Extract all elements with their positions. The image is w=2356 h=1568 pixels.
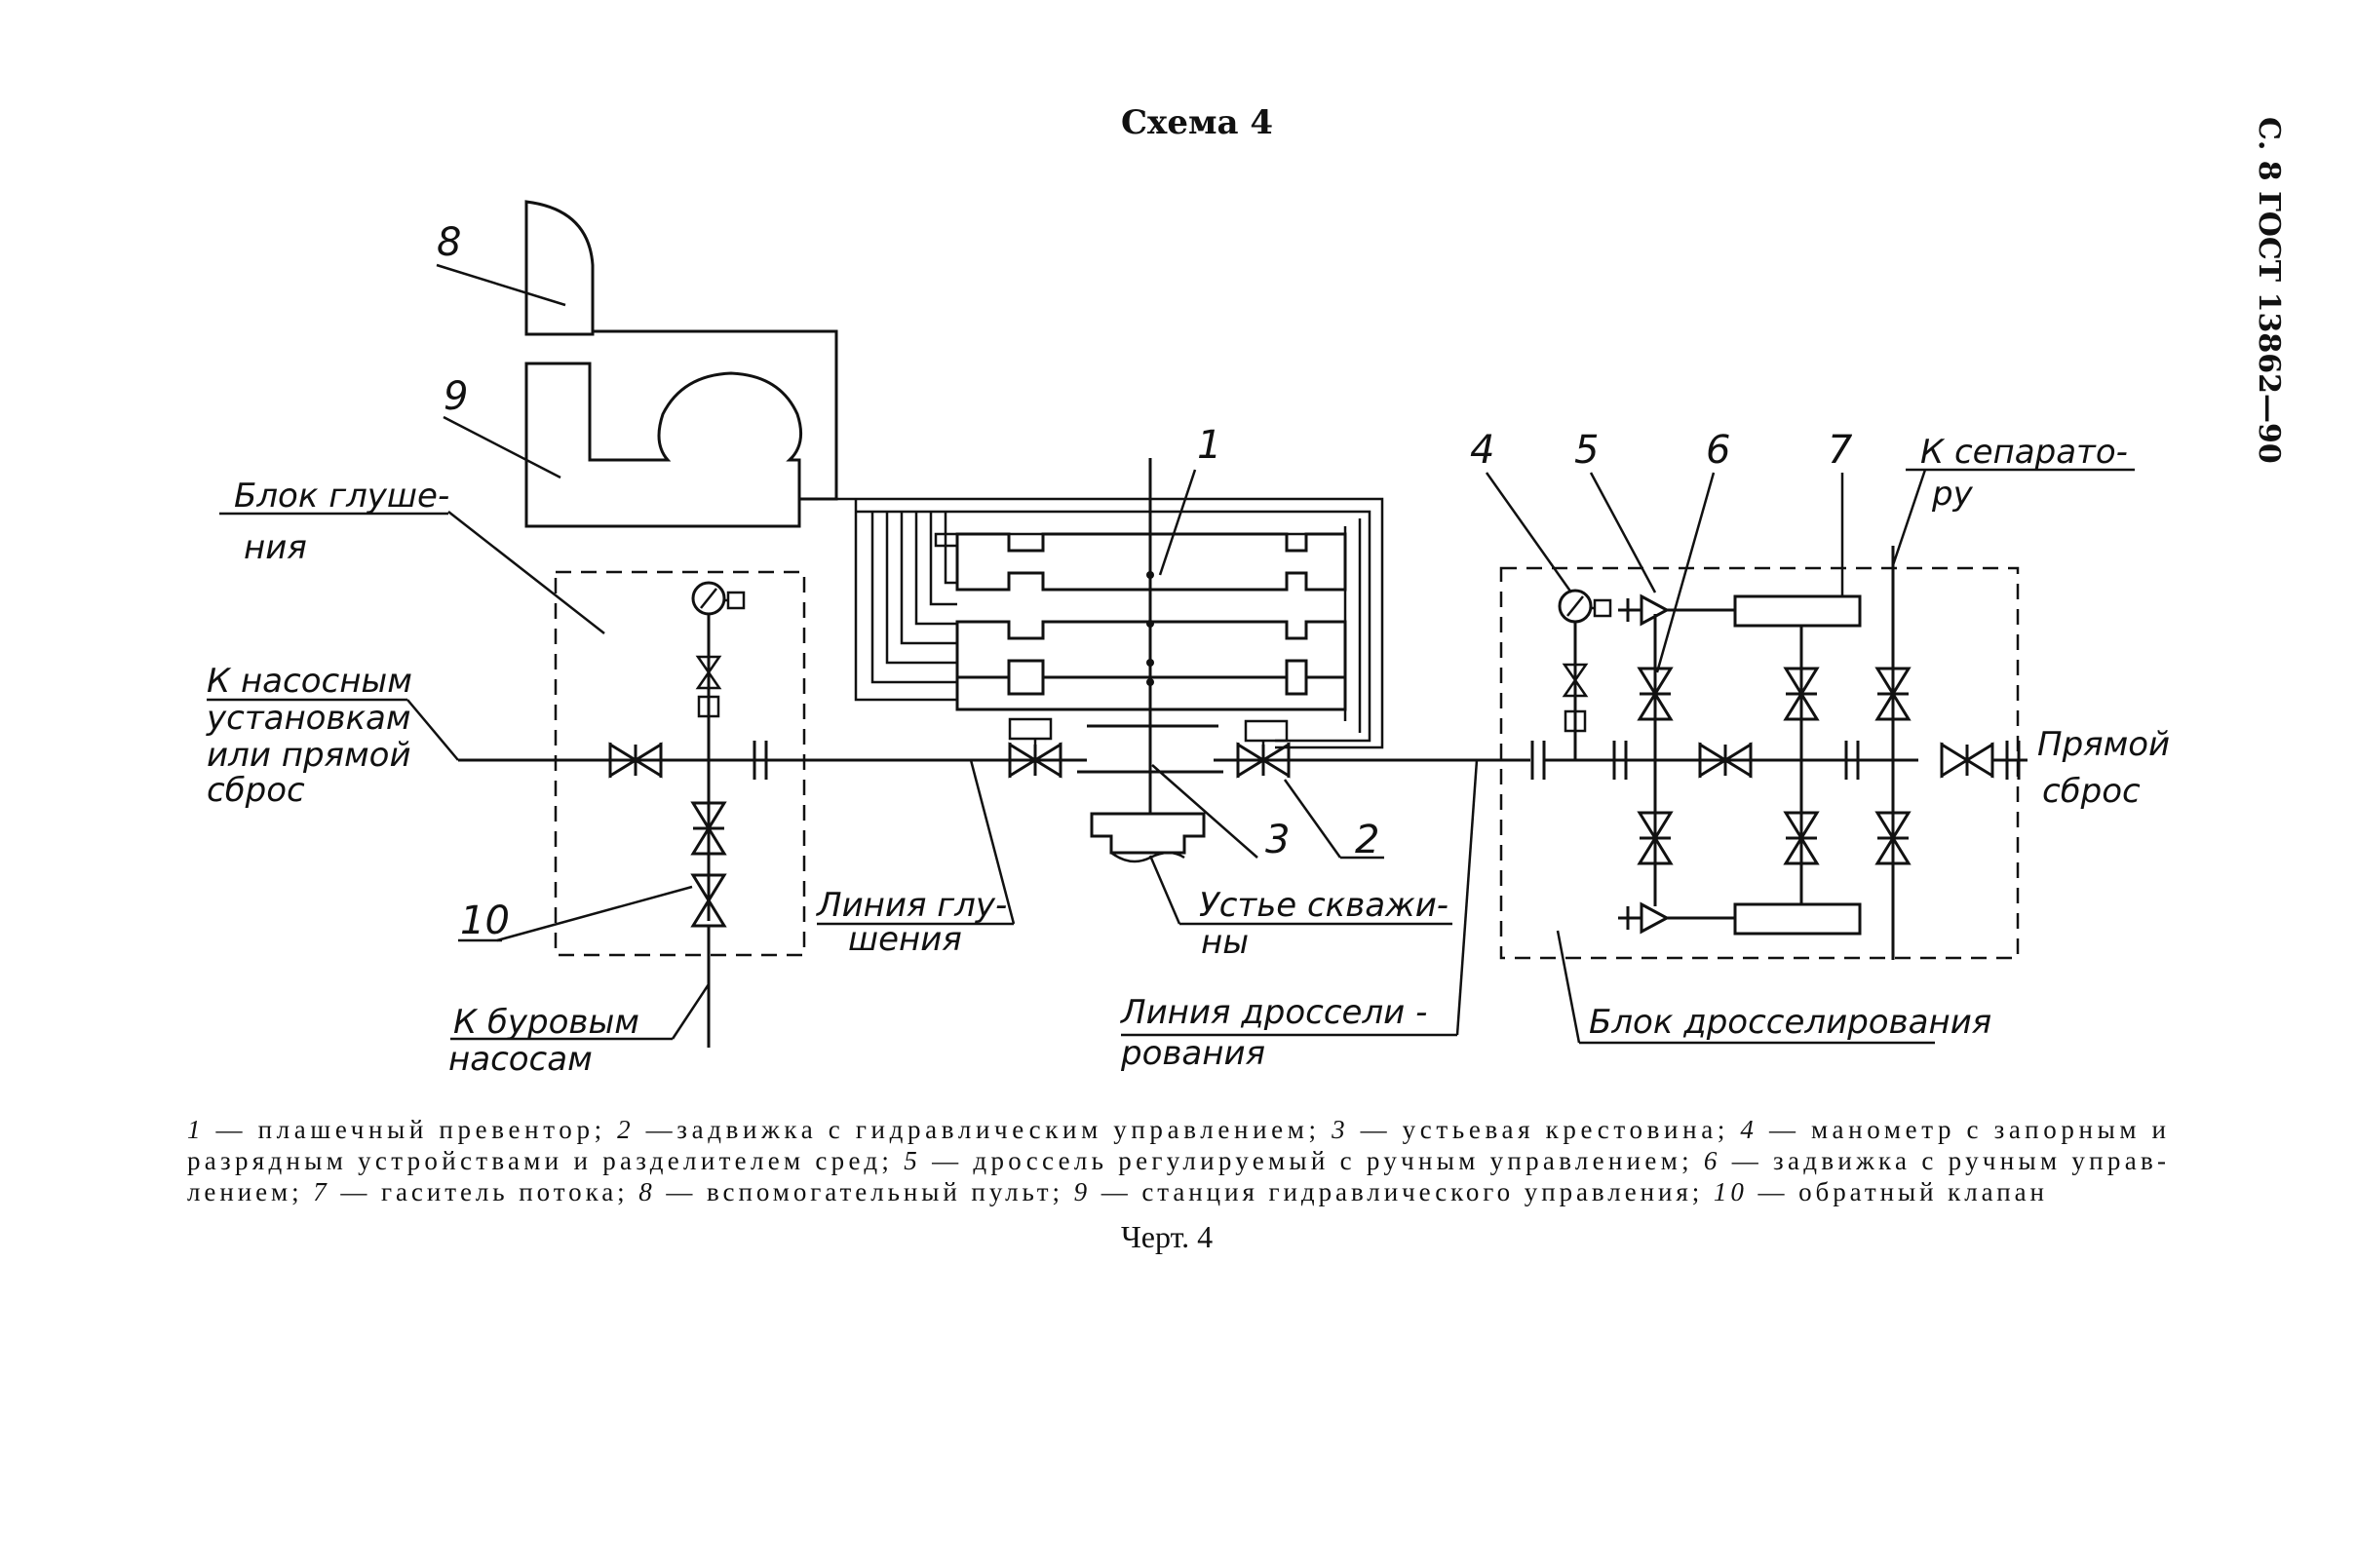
- label-direct-discharge-1: Прямой: [2037, 725, 2170, 764]
- label-choke-line-2: рования: [1120, 1034, 1265, 1073]
- kill-block-boundary: [554, 570, 806, 957]
- leader-kill-block: [447, 511, 605, 634]
- label-wellhead-2: ны: [1201, 923, 1249, 962]
- leader-to-separator: [1891, 469, 1927, 566]
- leader-6: [1655, 472, 1716, 673]
- leader-wellhead: [1148, 855, 1181, 925]
- label-4: 4: [1470, 428, 1494, 473]
- leader-4: [1485, 472, 1573, 593]
- leader-3: [1151, 764, 1258, 859]
- kill-block-label-1: Блок глуше-: [234, 477, 449, 516]
- label-kill-line-2: шения: [848, 920, 962, 959]
- leader-to-pump: [406, 699, 459, 761]
- choke-block-components: [1530, 546, 2028, 960]
- leader-10: [496, 885, 693, 942]
- leader-choke-block: [1556, 930, 1581, 1044]
- label-8: 8: [437, 220, 461, 265]
- leader-5: [1589, 472, 1657, 593]
- label-direct-discharge-2: сброс: [2042, 772, 2141, 811]
- side-gost-number: С. 8 ГОСТ 13862—90: [2252, 117, 2286, 464]
- kill-block-label-2: ния: [244, 528, 307, 567]
- leader-2: [1283, 779, 1342, 859]
- label-3: 3: [1265, 818, 1290, 862]
- label-6: 6: [1706, 428, 1730, 473]
- label-2: 2: [1355, 818, 1379, 862]
- leader-kill-line: [969, 759, 1016, 925]
- caption-line-3: лением; 7 — гаситель потока; 8 — вспомог…: [187, 1177, 2044, 1206]
- hydraulic-station-9: [524, 362, 803, 528]
- leader-9: [443, 415, 561, 479]
- label-to-pump-4: сброс: [207, 771, 305, 810]
- caption-line-1: 1 — плашечный превентор; 2 —задвижка с г…: [187, 1115, 2166, 1144]
- hydraulic-gate-valve-kill: [1008, 739, 1062, 780]
- caption-line-2: разрядным устройствами и разделителем ср…: [187, 1146, 2166, 1175]
- kill-block-components: [608, 581, 768, 1048]
- label-to-pump-3: или прямой: [207, 736, 411, 775]
- label-1: 1: [1197, 423, 1221, 468]
- hydraulic-gate-valve-2: [1236, 741, 1291, 780]
- caption: 1 — плашечный превентор; 2 —задвижка с г…: [187, 1115, 2166, 1206]
- figure-label: Черт. 4: [1121, 1219, 1213, 1254]
- label-to-separator-2: ру: [1931, 475, 1974, 514]
- label-to-pump-1: К насосным: [207, 662, 412, 701]
- label-to-mud-pumps-1: К буровым: [453, 1003, 639, 1042]
- auxiliary-panel-8: [524, 200, 595, 336]
- leader-1: [1158, 469, 1197, 576]
- label-10: 10: [460, 899, 510, 943]
- label-5: 5: [1574, 428, 1599, 473]
- label-choke-line-1: Линия дроссели -: [1119, 993, 1427, 1032]
- label-9: 9: [444, 374, 468, 419]
- label-7: 7: [1828, 428, 1853, 473]
- leader-8: [436, 263, 566, 307]
- leader-to-mud-pumps: [671, 983, 711, 1040]
- label-to-pump-2: установкам: [206, 699, 411, 738]
- label-wellhead-1: Устье скважи-: [1199, 886, 1448, 925]
- ram-preventer-stack-1: [955, 458, 1347, 809]
- label-to-mud-pumps-2: насосам: [448, 1040, 593, 1079]
- label-kill-line-1: Линия глу-: [815, 886, 1007, 925]
- leader-choke-line: [1455, 759, 1479, 1036]
- label-choke-block: Блок дросселирования: [1589, 1003, 1991, 1042]
- page-title: Схема 4: [1121, 103, 1273, 142]
- wellhead: [1090, 772, 1206, 863]
- label-to-separator-1: К сепарато-: [1920, 433, 2128, 472]
